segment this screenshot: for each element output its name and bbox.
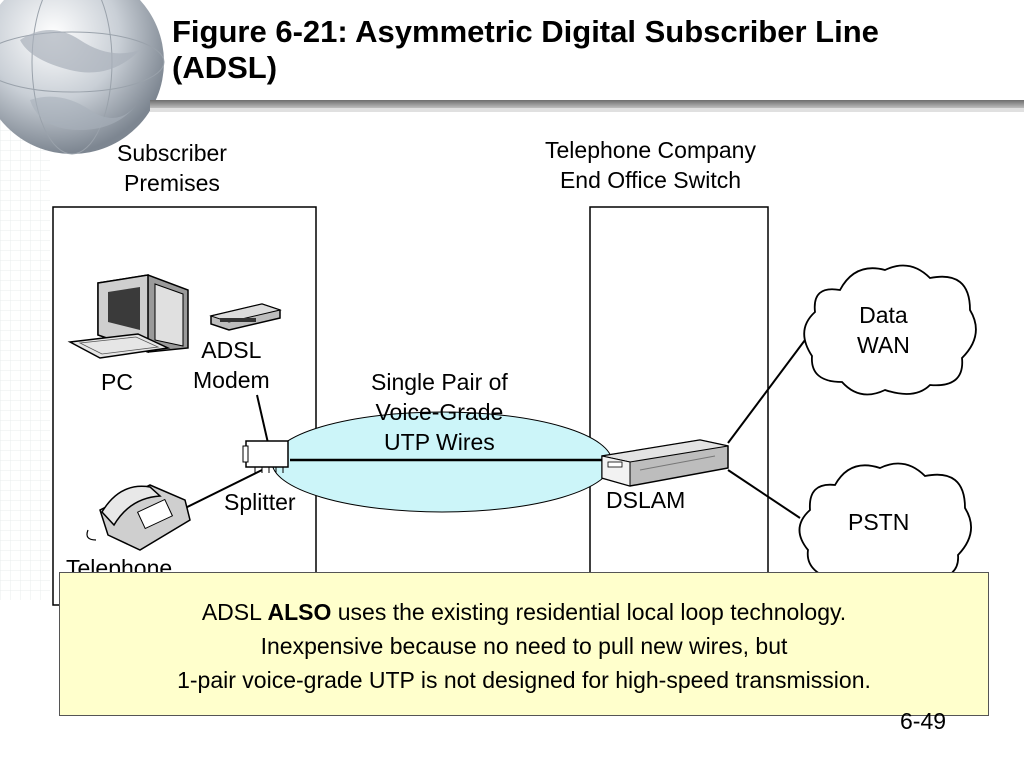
pc-icon <box>67 274 189 359</box>
data-wan-label: Data WAN <box>857 302 910 358</box>
adsl-modem-icon <box>209 303 282 331</box>
header-bar <box>150 100 1024 108</box>
note-line-2: Inexpensive because no need to pull new … <box>260 633 788 659</box>
note-line-1: ADSL ALSO uses the existing residential … <box>201 599 847 625</box>
subscriber-premises-label: Subscriber Premises <box>117 140 227 196</box>
data-wan-cloud <box>803 264 977 396</box>
telephone-icon <box>86 484 191 551</box>
splitter-icon <box>242 440 289 473</box>
grid-background <box>0 120 50 600</box>
header-bar-shadow <box>150 108 1024 112</box>
adsl-modem-label: ADSL Modem <box>193 337 270 393</box>
dslam-wan-wire <box>727 335 809 444</box>
modem-splitter-wire <box>256 394 269 444</box>
splitter-label: Splitter <box>224 489 296 515</box>
note-box: ADSL ALSO uses the existing residential … <box>59 572 989 716</box>
title-line-2: (ADSL) <box>172 50 278 85</box>
dslam-label: DSLAM <box>606 487 686 513</box>
note-line-3: 1-pair voice-grade UTP is not designed f… <box>177 667 871 693</box>
utp-wires-label: Single Pair of Voice-Grade UTP Wires <box>371 369 508 455</box>
dslam-pstn-wire <box>727 469 801 519</box>
dslam-icon <box>601 439 729 487</box>
slide-title: Figure 6-21: Asymmetric Digital Subscrib… <box>172 14 992 86</box>
note-emphasis: ALSO <box>267 599 332 625</box>
page-number: 6-49 <box>900 708 947 734</box>
title-line-1: Figure 6-21: Asymmetric Digital Subscrib… <box>172 14 879 49</box>
pc-label: PC <box>101 369 133 395</box>
pstn-label: PSTN <box>848 509 910 535</box>
end-office-label: Telephone Company End Office Switch <box>545 137 756 193</box>
end-office-box <box>589 206 769 606</box>
pstn-cloud <box>798 462 972 581</box>
globe-icon <box>0 0 165 155</box>
subscriber-premises-box <box>52 206 317 606</box>
